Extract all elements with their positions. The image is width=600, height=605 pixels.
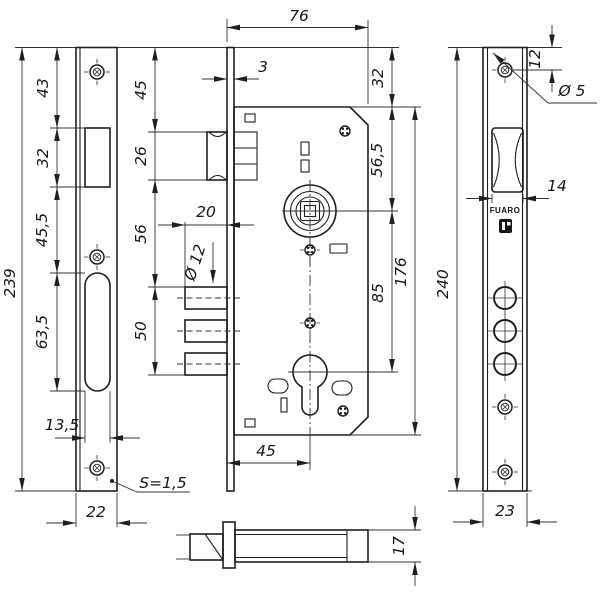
dim-strike-total-height: 239 bbox=[1, 268, 19, 298]
case-slot-e bbox=[244, 418, 256, 428]
case-slot-a bbox=[300, 141, 310, 156]
brand-logo-icon bbox=[499, 219, 512, 233]
faceplate-view: Ø 5 12 14 FUARO 240 bbox=[434, 25, 597, 527]
dim-body-case-to-hub: 56,5 bbox=[368, 143, 386, 178]
strike-latch-box bbox=[84, 127, 111, 188]
dim-bottom-case-depth: 17 bbox=[390, 536, 408, 556]
brand-text: FUARO bbox=[490, 206, 520, 215]
dim-strike-plate-width: 22 bbox=[86, 503, 106, 521]
dim-faceplate-plate-width: 23 bbox=[495, 502, 515, 520]
faceplate-roller bbox=[491, 127, 524, 193]
dim-strike-box-height: 32 bbox=[34, 148, 52, 168]
dim-body-backset: 45 bbox=[256, 442, 276, 460]
oval-hole-left bbox=[267, 378, 289, 394]
dim-body-top-to-case: 32 bbox=[369, 68, 387, 88]
dim-strike-slot-height: 63,5 bbox=[33, 315, 51, 350]
strike-bolt-slot bbox=[84, 272, 111, 392]
dim-body-case-width: 76 bbox=[289, 7, 309, 25]
euro-cylinder-hole bbox=[292, 354, 328, 416]
dim-strike-thickness: S=1,5 bbox=[139, 474, 186, 492]
dim-body-faceplate-thickness: 3 bbox=[258, 58, 268, 76]
case-slot-b bbox=[300, 159, 310, 173]
dim-strike-slot-width: 13,5 bbox=[45, 416, 80, 434]
dim-body-case-height: 176 bbox=[392, 257, 410, 287]
dim-body-roller-height: 26 bbox=[132, 146, 150, 166]
oval-hole-right bbox=[331, 380, 353, 396]
dim-strike-box-to-slot: 45,5 bbox=[33, 213, 51, 248]
dim-body-roller-to-pins: 56 bbox=[132, 224, 150, 244]
bottom-case bbox=[234, 529, 369, 563]
deadbolt-pins bbox=[177, 286, 240, 376]
case-slot-d bbox=[280, 397, 288, 413]
case-slot-c bbox=[329, 243, 348, 254]
roller-latch-tail bbox=[233, 131, 258, 181]
dim-faceplate-roller-width: 14 bbox=[547, 177, 567, 195]
strike-plate-view: 239 43 32 45,5 63,5 13,5 22 S=1,5 bbox=[1, 46, 190, 527]
dim-body-pin-protrusion: 20 bbox=[196, 203, 216, 221]
dim-body-pins-span: 50 bbox=[132, 321, 150, 341]
roller-latch-head bbox=[206, 131, 228, 181]
case-slot-top bbox=[244, 113, 256, 123]
strike-plate-outline bbox=[75, 46, 118, 492]
dim-strike-top-to-box: 43 bbox=[34, 78, 52, 98]
bottom-view: 17 bbox=[176, 506, 421, 586]
dim-faceplate-top-to-screw: 12 bbox=[526, 49, 544, 69]
dim-faceplate-screw-diameter: Ø 5 bbox=[558, 82, 586, 100]
dim-body-hub-to-cylinder: 85 bbox=[369, 283, 387, 303]
bottom-latch-bolt bbox=[189, 533, 224, 561]
faceplate-outline bbox=[482, 46, 528, 492]
dim-body-top-to-roller: 45 bbox=[132, 80, 150, 100]
dim-faceplate-total-height: 240 bbox=[434, 269, 452, 299]
